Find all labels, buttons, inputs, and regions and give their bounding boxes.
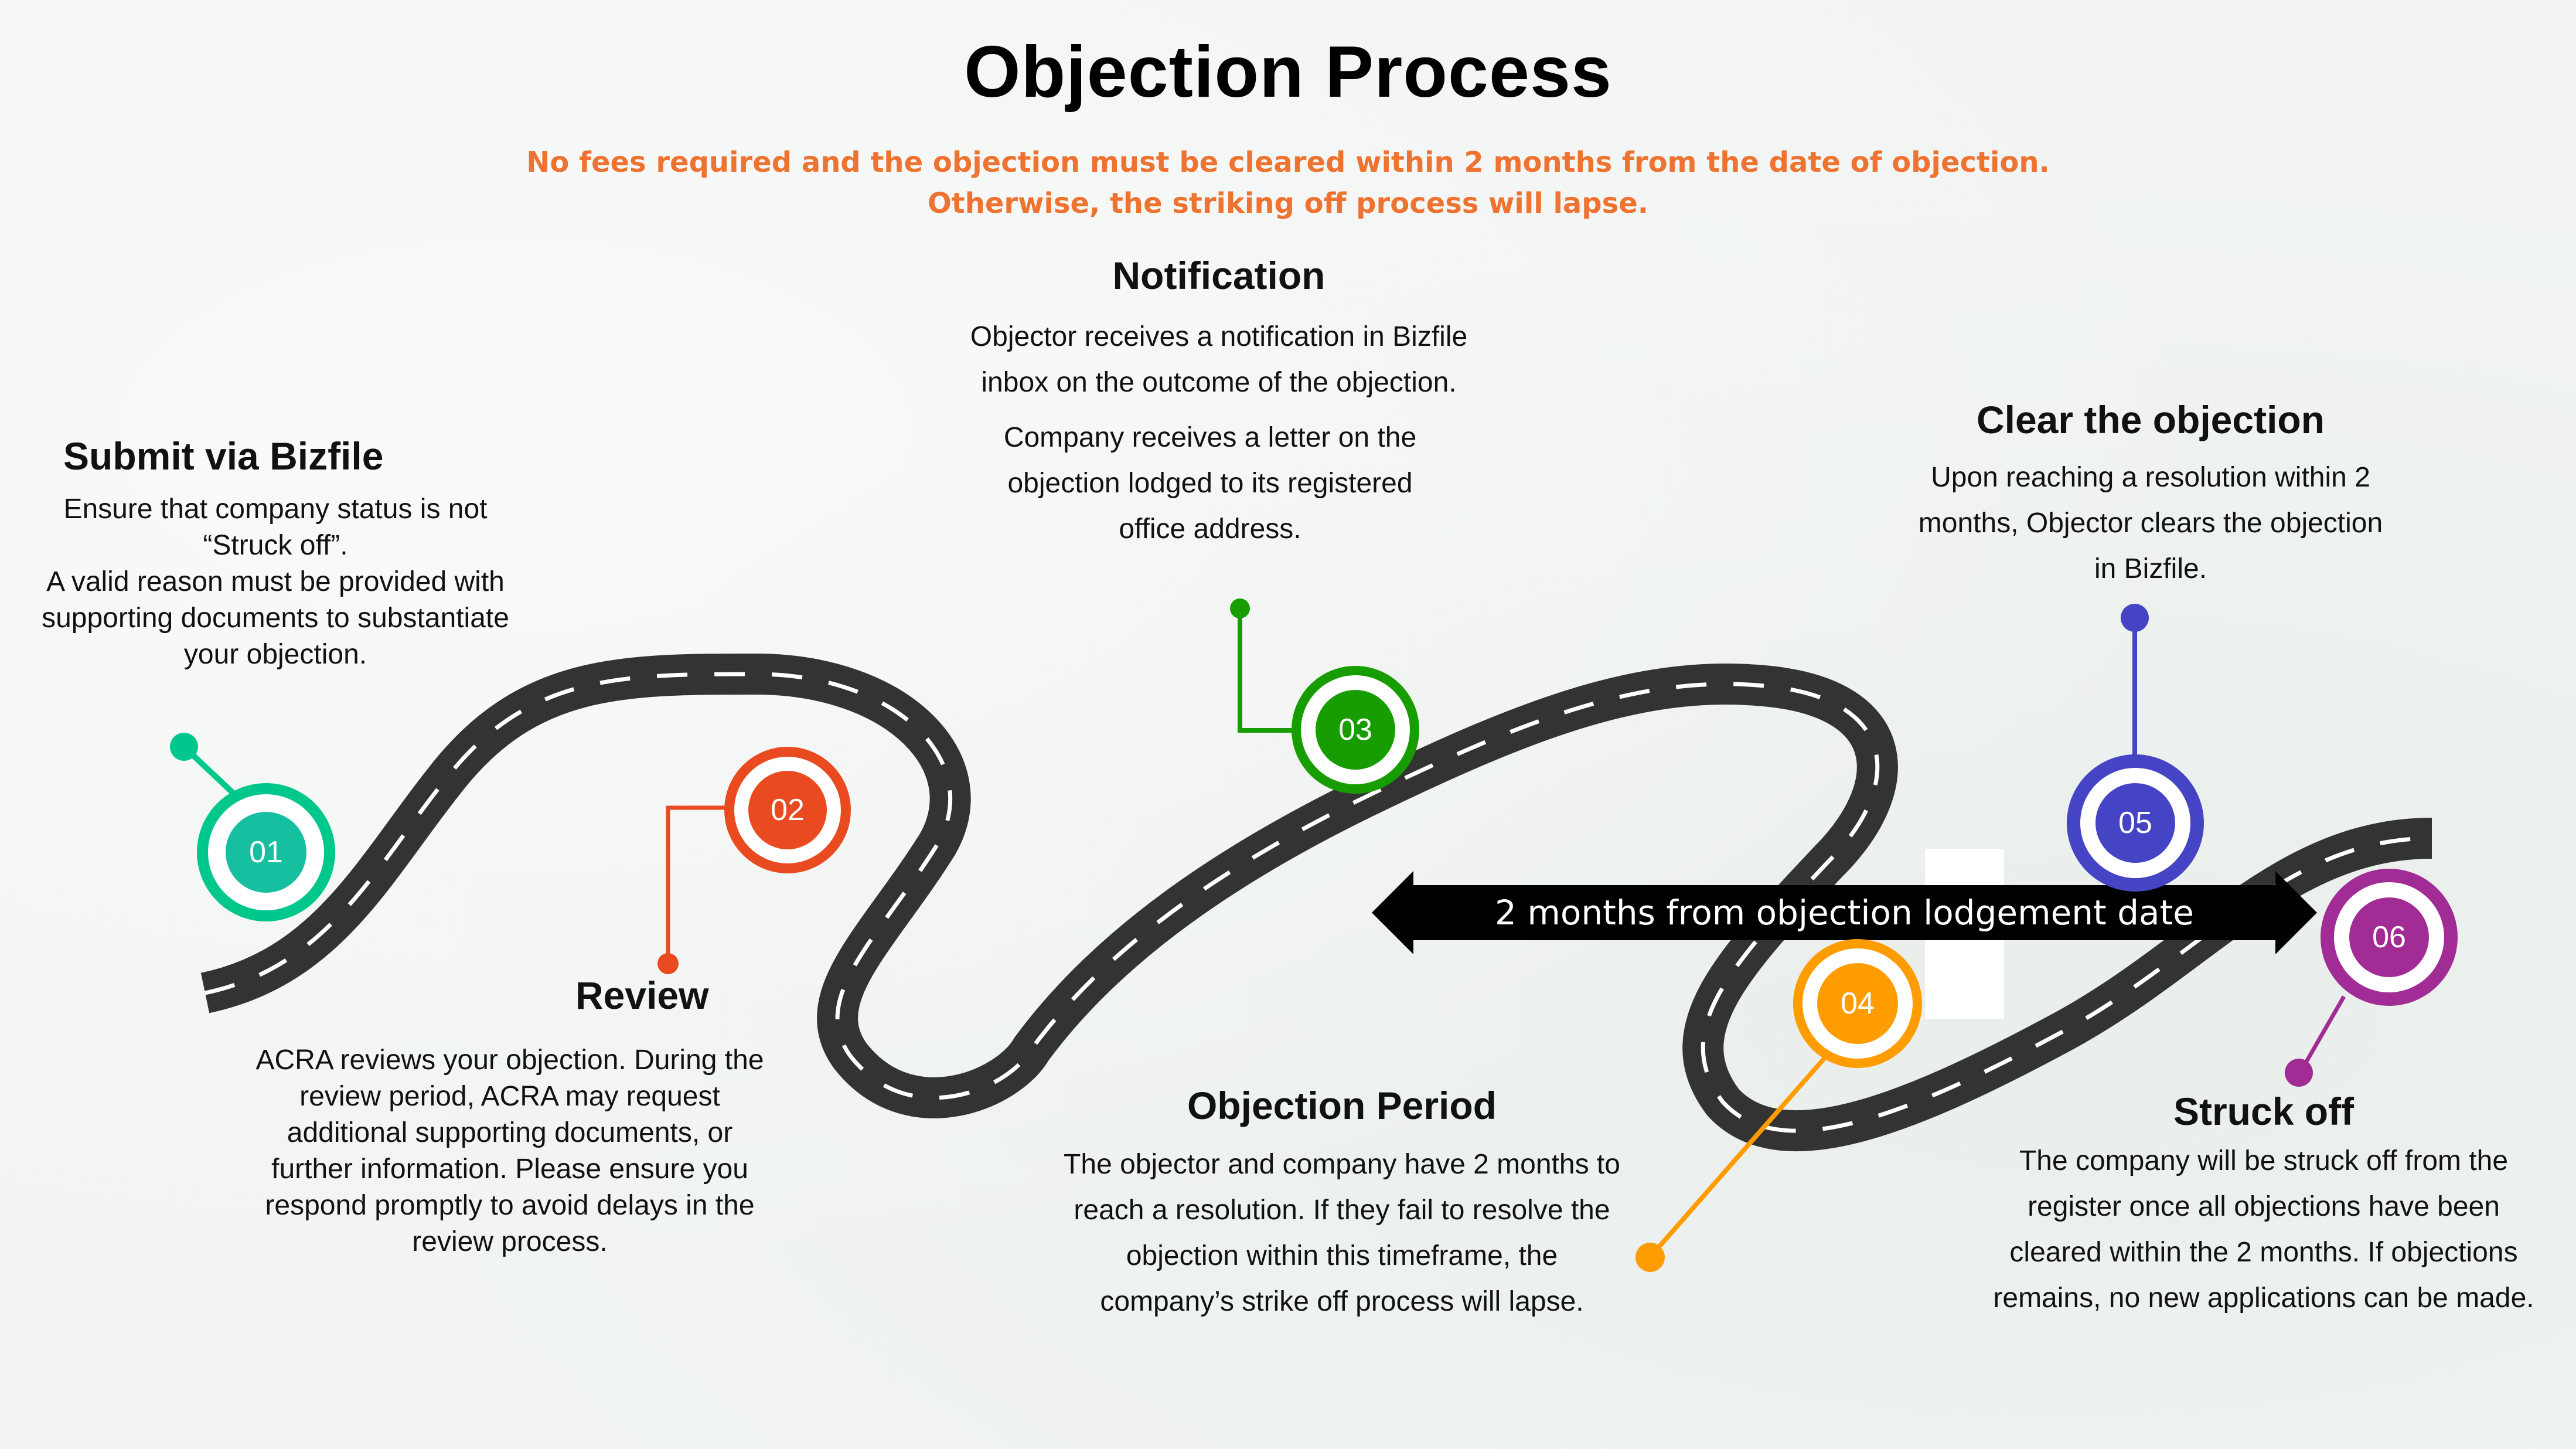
body-line: Objector receives a notification in Bizf… (970, 321, 1468, 352)
step-05-text: Clear the objection Upon reaching a reso… (1887, 397, 2414, 592)
body-line: objection within this timeframe, the (1126, 1240, 1558, 1271)
body-line: review process. (412, 1226, 608, 1257)
body-line: inbox on the outcome of the objection. (981, 367, 1457, 398)
connector-01 (170, 733, 237, 797)
body-line: cleared within the 2 months. If objectio… (2009, 1237, 2518, 1268)
connector-dot (2285, 1059, 2313, 1087)
connector-dot (2121, 604, 2149, 632)
page-title: Objection Process (964, 32, 1612, 113)
step-number: 05 (2118, 806, 2152, 840)
step-marker-05[interactable]: 05 (2067, 754, 2204, 892)
body-line: “Struck off”. (203, 530, 348, 561)
step-02-text: Review ACRA reviews your objection. Duri… (223, 973, 797, 1260)
double-headed-arrow-icon (1372, 871, 2317, 954)
body-line: reach a resolution. If they fail to reso… (1074, 1195, 1610, 1226)
body-line: register once all objections have been (2028, 1191, 2500, 1222)
body-line: review period, ACRA may request (299, 1081, 720, 1112)
step-marker-02[interactable]: 02 (724, 747, 851, 873)
step-body: Ensure that company status is not “Struc… (18, 491, 533, 673)
arrow-shape (1372, 871, 2317, 954)
body-line: objection lodged to its registered (1007, 468, 1413, 499)
step-marker-01[interactable]: 01 (197, 783, 335, 921)
step-06-text: Struck off The company will be struck of… (1951, 1089, 2576, 1321)
subtitle: No fees required and the objection must … (0, 142, 2576, 224)
body-line: company’s strike off process will lapse. (1100, 1286, 1584, 1317)
connector-06 (2285, 995, 2346, 1087)
step-marker-03[interactable]: 03 (1292, 666, 1419, 794)
step-04-text: Objection Period The objector and compan… (1020, 1083, 1664, 1325)
step-marker-04[interactable]: 04 (1793, 939, 1922, 1068)
body-line: in Bizfile. (2094, 553, 2207, 584)
connector-04 (1635, 1053, 1829, 1272)
step-marker-06[interactable]: 06 (2321, 869, 2458, 1006)
step-title: Clear the objection (1976, 398, 2325, 441)
step-body: The company will be struck off from the … (1951, 1138, 2576, 1321)
subtitle-line-1: No fees required and the objection must … (526, 146, 2050, 179)
body-line: The objector and company have 2 months t… (1064, 1149, 1620, 1180)
arrow-label: 2 months from objection lodgement date (1495, 893, 2194, 933)
step-number: 04 (1841, 987, 1875, 1021)
connector-dot (1635, 1243, 1665, 1272)
step-03-text: Notification Objector receives a notific… (926, 253, 1512, 552)
step-body: The objector and company have 2 months t… (1020, 1142, 1664, 1325)
body-line: Upon reaching a resolution within 2 (1931, 462, 2370, 493)
winding-road-icon (200, 654, 2432, 1152)
body-line: The company will be struck off from the (2019, 1145, 2509, 1176)
step-body: ACRA reviews your objection. During the … (223, 1042, 797, 1260)
step-01-text: Submit via Bizfile Ensure that company s… (18, 434, 533, 673)
connector-02 (657, 805, 727, 974)
subtitle-line-2: Otherwise, the striking off process will… (927, 187, 1649, 220)
body-line: remains, no new applications can be made… (1993, 1283, 2534, 1314)
step-body-2: Company receives a letter on the objecti… (926, 415, 1512, 552)
body-line: ACRA reviews your objection. During the (255, 1045, 764, 1076)
body-line: your objection. (183, 639, 367, 670)
body-line: Company receives a letter on the (1003, 422, 1417, 453)
step-title: Struck off (2173, 1090, 2354, 1133)
connector-dot (1230, 598, 1250, 618)
body-line: further information. Please ensure you (271, 1154, 748, 1185)
body-line: supporting documents to substantiate (42, 603, 509, 634)
body-line: additional supporting documents, or (287, 1117, 733, 1148)
road-lane-markings (205, 672, 2432, 1133)
step-title: Objection Period (1187, 1084, 1497, 1127)
step-number: 06 (2372, 920, 2406, 954)
body-line: respond promptly to avoid delays in the (265, 1190, 755, 1221)
step-title: Notification (1112, 254, 1326, 297)
connector-03 (1230, 598, 1295, 733)
step-title: Submit via Bizfile (63, 434, 384, 478)
step-title: Review (575, 974, 709, 1017)
body-line: Ensure that company status is not (63, 494, 488, 525)
body-line: months, Objector clears the objection (1918, 508, 2383, 539)
step-number: 03 (1338, 713, 1372, 747)
body-line: A valid reason must be provided with (46, 566, 505, 597)
step-body: Objector receives a notification in Bizf… (926, 314, 1512, 406)
connector-dot (657, 953, 679, 974)
step-number: 01 (249, 835, 283, 869)
connector-dot (170, 733, 198, 761)
body-line: office address. (1119, 513, 1301, 545)
connector-05 (2121, 604, 2149, 756)
step-body: Upon reaching a resolution within 2 mont… (1887, 455, 2414, 592)
step-number: 02 (771, 793, 805, 827)
